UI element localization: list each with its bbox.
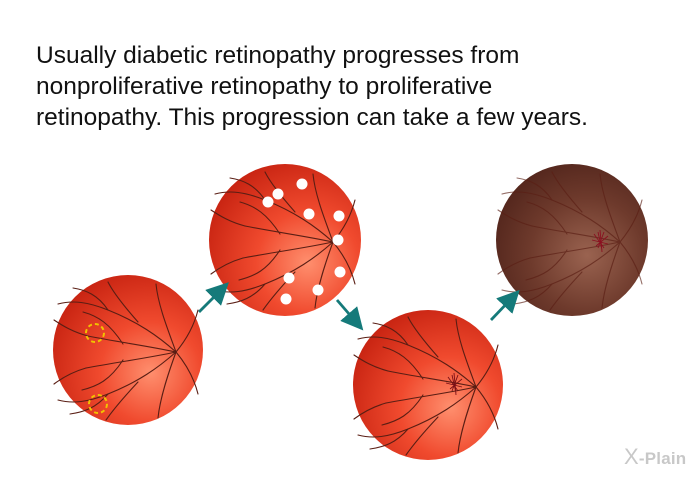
stage-4-retina <box>496 164 648 316</box>
retina-disc <box>496 164 648 316</box>
caption-line-1: Usually diabetic retinopathy progresses … <box>36 42 520 69</box>
stage-2-retina <box>209 164 361 316</box>
neovascular-tuft <box>445 372 463 396</box>
arrow-stage-3-to-4 <box>489 289 520 321</box>
caption: Usually diabetic retinopathy progresses … <box>36 40 686 133</box>
logo-mark: X <box>624 444 639 469</box>
stage-1-retina <box>53 275 203 425</box>
microaneurysm-spot <box>85 323 105 343</box>
caption-line-2: nonproliferative retinopathy to prolifer… <box>36 73 493 100</box>
cotton-wool-spots <box>262 178 346 305</box>
logo-text: -Plain <box>638 449 687 468</box>
caption-line-3: retinopathy. This progression can take a… <box>36 104 588 131</box>
retina-disc <box>353 310 503 460</box>
retina-disc <box>53 275 203 425</box>
microaneurysm-spot <box>88 394 108 414</box>
neovascular-tuft <box>591 229 609 253</box>
arrow-stage-1-to-2 <box>198 282 229 313</box>
xplain-logo: X-Plain <box>624 444 686 470</box>
arrow-stage-2-to-3 <box>335 299 364 331</box>
stage-3-retina <box>353 310 503 460</box>
